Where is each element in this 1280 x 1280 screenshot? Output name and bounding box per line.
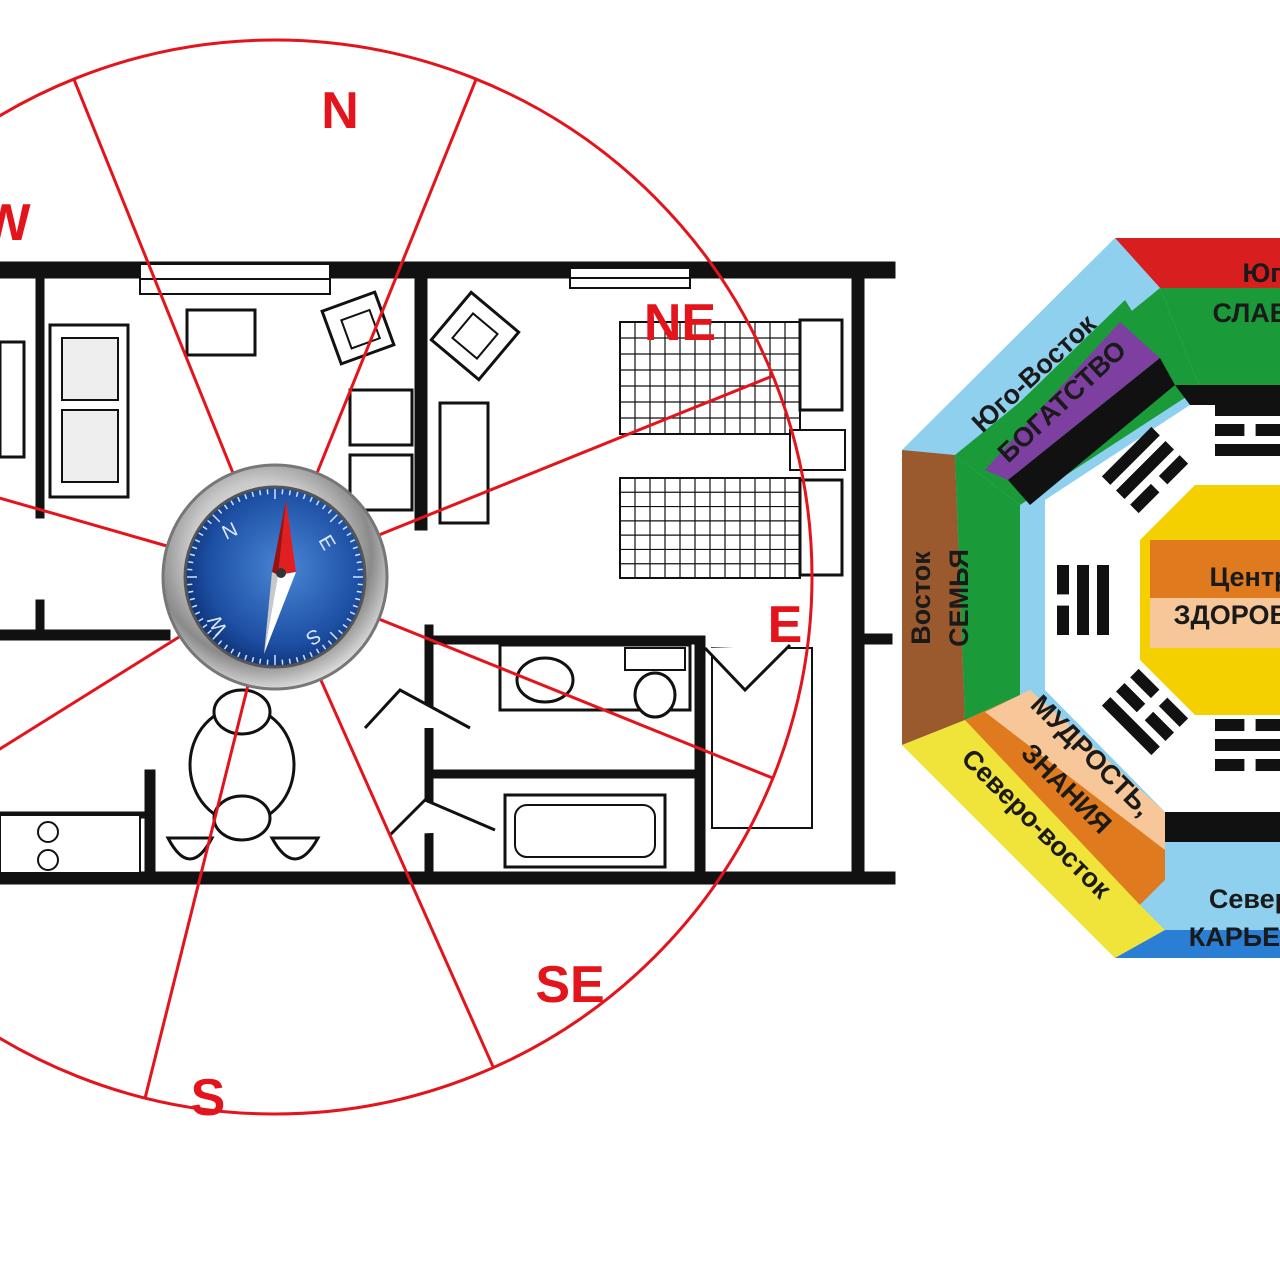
label-south: S: [191, 1069, 226, 1127]
sector-fame-top: [1115, 238, 1280, 288]
trigram-symbol: [1215, 719, 1280, 771]
sector-line: [378, 617, 774, 780]
right-wall: [851, 277, 865, 885]
sector-line: [0, 496, 168, 548]
compass-needle-south: [264, 572, 296, 654]
trigram-symbol: [1215, 404, 1280, 456]
sector-wealth-purple: [985, 322, 1160, 480]
sector-knowledge-peach: [985, 690, 1165, 850]
trigram-symbol: [1057, 565, 1109, 635]
compass-needle-north: [278, 500, 296, 575]
trigram-symbol: [1101, 426, 1189, 514]
sector-circle: [0, 38, 814, 1116]
bagua-circle: [0, 38, 814, 1116]
label-north: N: [321, 82, 359, 140]
trigram-symbol: [1101, 668, 1189, 756]
bottom-wall: [0, 871, 896, 885]
label-center-direction: Центр: [1209, 562, 1280, 592]
label-northwest: W: [0, 194, 31, 252]
sector-line: [315, 78, 478, 474]
sector-line: [143, 685, 250, 1099]
sector-line: [0, 635, 181, 751]
sector-knowledge-orange: [965, 695, 1165, 905]
sector-career-blue: [1115, 930, 1280, 958]
label-east: E: [768, 596, 803, 654]
sector-line: [319, 678, 495, 1069]
label-south-direction: Юг: [1242, 258, 1280, 288]
sector-fame-green: [1160, 288, 1280, 388]
sector-line: [378, 374, 774, 537]
sector-family-brown: [902, 450, 965, 745]
sector-center-orange: [1150, 540, 1280, 598]
sector-knowledge-yellow: [902, 720, 1165, 958]
label-family: СЕМЬЯ: [944, 549, 974, 647]
top-wall: [0, 261, 896, 279]
floor-plan: [0, 261, 896, 885]
label-career: КАРЬЕРА: [1189, 922, 1280, 952]
label-east-direction: Восток: [906, 551, 936, 645]
compass-icon: N E S W: [161, 463, 389, 691]
sector-center-peach: [1150, 598, 1280, 648]
sector-career-light: [1140, 880, 1280, 930]
label-fame: СЛАВА: [1213, 298, 1280, 328]
label-health: ЗДОРОВЬЕ: [1174, 600, 1280, 630]
label-northeast: NE: [644, 294, 716, 352]
sector-wealth-outer: [902, 238, 1160, 455]
sector-line: [72, 78, 235, 474]
sector-family-green: [955, 455, 1020, 720]
label-north-direction: Север: [1209, 884, 1280, 914]
compass-labels: N W NE E SE S: [0, 82, 802, 1127]
label-southeast: SE: [535, 956, 604, 1014]
bagua-octagon: Юго-Восток БОГАТСТВО Юг СЛАВА Восток СЕМ…: [902, 238, 1280, 958]
